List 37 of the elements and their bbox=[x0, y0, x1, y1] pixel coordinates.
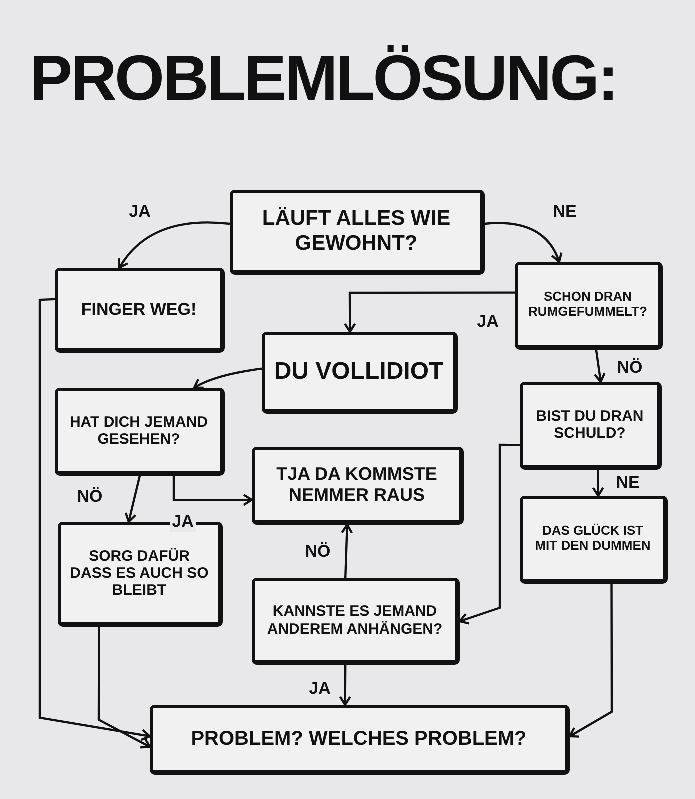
arrow bbox=[124, 476, 142, 524]
arrow bbox=[484, 222, 562, 264]
box-text: BIST DU DRAN SCHULD? bbox=[535, 408, 645, 442]
arrow bbox=[592, 470, 604, 498]
box-text: LÄUFT ALLES WIE GEWOHNT? bbox=[261, 207, 452, 256]
arrow bbox=[458, 444, 520, 625]
flowchart-box bbox=[520, 496, 668, 584]
flowchart-box bbox=[515, 262, 663, 350]
arrow bbox=[98, 627, 152, 749]
box-text: PROBLEM? WELCHES PROBLEM? bbox=[191, 728, 527, 750]
arrow bbox=[118, 222, 230, 270]
arrow bbox=[172, 476, 254, 506]
arrow bbox=[568, 584, 614, 738]
box-text: TJA DA KOMMSTE NEMMER RAUS bbox=[276, 464, 438, 506]
box-text: SORG DAFÜR DASS ES AUCH SO BLEIBT bbox=[69, 548, 210, 600]
arrow bbox=[38, 298, 152, 742]
arrow bbox=[594, 350, 606, 384]
flowchart-box bbox=[150, 705, 570, 775]
box-text: DAS GLÜCK IST MIT DEN DUMMEN bbox=[534, 524, 652, 554]
box-text: DU VOLLIDIOT bbox=[274, 358, 444, 386]
flowchart-box bbox=[262, 332, 458, 414]
box-text: FINGER WEG! bbox=[81, 300, 197, 320]
title: PROBLEMLÖSUNG: bbox=[30, 41, 618, 116]
arrow bbox=[341, 524, 354, 578]
arrow bbox=[193, 368, 262, 390]
flowchart-box bbox=[520, 382, 662, 470]
flowchart-box bbox=[252, 578, 460, 665]
box-text: KANNSTE ES JEMAND ANDEREM ANHÄNGEN? bbox=[266, 603, 444, 638]
box-text: HAT DICH JEMAND GESEHEN? bbox=[68, 414, 210, 448]
flowchart-box bbox=[55, 268, 225, 353]
flowchart-box bbox=[55, 388, 225, 476]
arrow bbox=[344, 292, 515, 334]
arrow bbox=[339, 665, 352, 706]
box-text: SCHON DRAN RUMGEFUMMELT? bbox=[528, 290, 648, 320]
flowchart-box bbox=[230, 190, 485, 275]
flowchart-box bbox=[252, 447, 464, 525]
edge-label: JA bbox=[170, 512, 196, 532]
